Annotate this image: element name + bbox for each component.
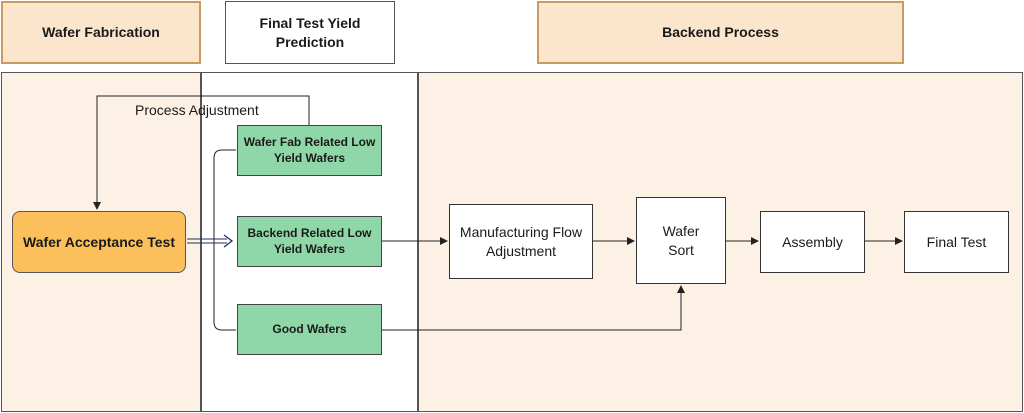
classification-brace	[213, 149, 236, 331]
wafer-fab-related-label: Wafer Fab Related Low Yield Wafers	[243, 134, 376, 165]
backend-related-label: Backend Related Low Yield Wafers	[247, 225, 372, 256]
header-backend-process: Backend Process	[537, 1, 904, 64]
final-test-node: Final Test	[904, 211, 1009, 273]
wafer-acceptance-test-node: Wafer Acceptance Test	[12, 211, 186, 273]
good-wafers-node: Good Wafers	[237, 304, 382, 355]
process-adjustment-label: Process Adjustment	[135, 102, 259, 118]
wafer-sort-node: Wafer Sort	[636, 197, 726, 284]
process-adjustment-arrow	[93, 95, 310, 210]
manufacturing-flow-adjustment-label: Manufacturing Flow Adjustment	[459, 224, 583, 259]
assembly-node: Assembly	[760, 211, 865, 273]
header-wafer-fabrication: Wafer Fabrication	[1, 1, 201, 64]
manufacturing-flow-adjustment-node: Manufacturing Flow Adjustment	[449, 204, 593, 279]
backend-related-low-yield-node: Backend Related Low Yield Wafers	[237, 216, 382, 267]
double-arrow-head-icon	[223, 234, 234, 248]
wafer-sort-label: Wafer Sort	[662, 223, 700, 258]
wafer-fab-related-low-yield-node: Wafer Fab Related Low Yield Wafers	[237, 125, 382, 176]
header-final-test-yield-prediction: Final Test Yield Prediction	[225, 1, 395, 64]
